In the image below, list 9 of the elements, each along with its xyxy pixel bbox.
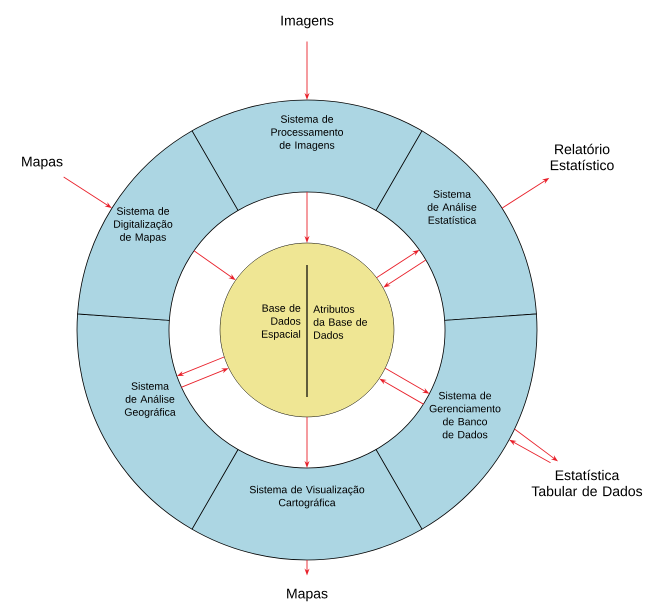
ring-segment: Sistema de Digitalização de Mapas <box>77 130 238 321</box>
input-label: Imagens <box>281 16 334 28</box>
ring-segment: Sistema de Análise Estatística <box>376 130 537 321</box>
ring-segment: Sistema de Análise Geográfica <box>76 314 238 530</box>
input-label: Mapas <box>287 588 328 602</box>
ring-segment: Sistema de Processamento de Imagens <box>192 100 422 211</box>
input-label: Mapas <box>22 156 62 170</box>
ring-segment: Sistema de Visualização Cartográfica <box>192 449 422 560</box>
input-label: Relatório Estatístico <box>550 144 614 170</box>
